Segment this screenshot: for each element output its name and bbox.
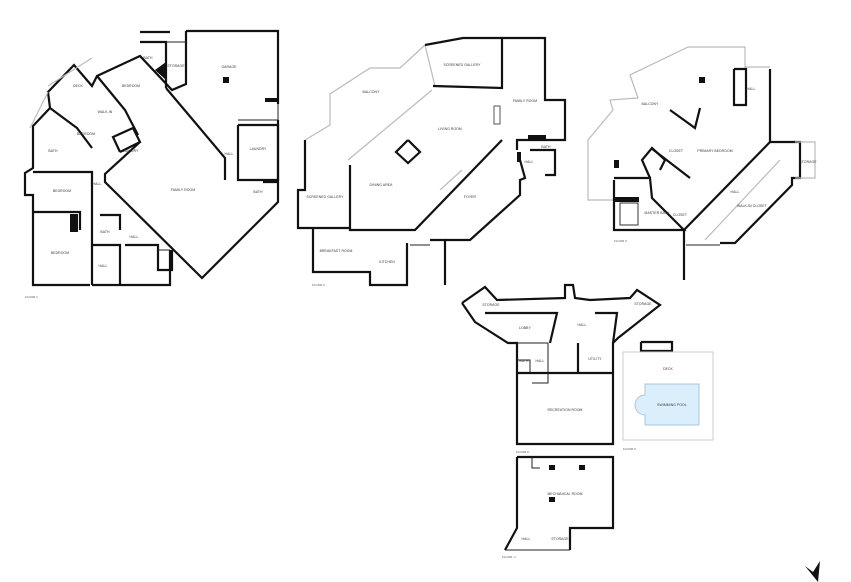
room-label: HALL <box>93 182 102 186</box>
room-label: HALL <box>130 235 139 239</box>
room-label: BEDROOM <box>51 251 69 255</box>
room-labels: SCREENED GALLERY BALCONY LIVING ROOM SCR… <box>307 63 551 264</box>
room-label: RECREATION ROOM <box>548 408 583 412</box>
room-label: WALK-IN <box>98 110 113 114</box>
floor-label: FLOOR -1 <box>502 555 516 559</box>
room-label: KITCHEN <box>379 260 395 264</box>
floor-label: FLOOR 3 <box>614 239 627 243</box>
room-label: BATH <box>143 56 153 60</box>
room-label: UTILITY <box>588 357 602 361</box>
room-label: GARAGE <box>221 65 237 69</box>
room-label: LAUNDRY <box>250 147 267 151</box>
room-label: DECK <box>663 367 673 371</box>
room-label: STORAGE <box>799 160 817 164</box>
room-label: PRIMARY BEDROOM <box>697 149 732 153</box>
room-label: BEDROOM <box>77 132 95 136</box>
floor-plan-3: BALCONY PRIMARY BEDROOM HALL CLOSET MAST… <box>587 46 818 280</box>
floor-plan-2: SCREENED GALLERY BALCONY LIVING ROOM SCR… <box>296 36 567 287</box>
room-label: WALK-IN CLOSET <box>737 204 767 208</box>
room-label: SCREENED GALLERY <box>444 63 482 67</box>
room-labels: BATH STORAGE GARAGE BEDROOM DECK WALK-IN… <box>48 56 267 268</box>
room-label: LIVING ROOM <box>438 127 462 131</box>
room-label: BATH <box>253 190 263 194</box>
room-label: BREAKFAST ROOM <box>320 249 353 253</box>
room-label: HALL <box>536 359 545 363</box>
room-label: HALL <box>578 323 587 327</box>
room-label: HALL <box>522 537 531 541</box>
room-labels: STORAGE STORAGE LOBBY HALL BATH HALL UTI… <box>482 302 652 412</box>
room-label: SCREENED GALLERY <box>307 195 345 199</box>
room-label: LOBBY <box>519 326 531 330</box>
room-label: BALCONY <box>642 102 660 106</box>
room-label: LAUNDRY <box>122 149 139 153</box>
room-label: MASTER BATH <box>645 211 670 215</box>
room-label: MECHANICAL ROOM <box>547 492 582 496</box>
floor-label: FLOOR 0 <box>516 450 529 454</box>
room-label: STORAGE <box>482 303 500 307</box>
room-label: FOYER <box>464 195 477 199</box>
room-label: HALL <box>747 87 756 91</box>
room-label: BEDROOM <box>53 189 71 193</box>
room-label: FAMILY ROOM <box>171 188 195 192</box>
room-label: HALL <box>731 190 740 194</box>
floor-plan-0: STORAGE STORAGE LOBBY HALL BATH HALL UTI… <box>461 283 674 454</box>
room-label: HALL <box>225 152 234 156</box>
room-label: BATH <box>48 149 58 153</box>
room-label: DECK <box>73 84 83 88</box>
room-label: BEDROOM <box>122 84 140 88</box>
floor-label: FLOOR 1 <box>25 295 38 299</box>
floor-label: FLOOR 2 <box>312 283 325 287</box>
room-label: CLOSET <box>669 149 683 153</box>
room-label: DINING AREA <box>370 183 394 187</box>
room-label: STORAGE <box>167 64 185 68</box>
floor-label: FLOOR 0 <box>623 447 636 451</box>
room-label: BATH <box>100 230 110 234</box>
north-arrow-icon <box>805 561 820 582</box>
floor-plan-1: BATH STORAGE GARAGE BEDROOM DECK WALK-IN… <box>23 29 280 299</box>
room-label: STORAGE <box>634 302 652 306</box>
room-label: HALL <box>99 264 108 268</box>
floor-plan-minus-1: MECHANICAL ROOM HALL STORAGE FLOOR -1 <box>502 455 615 559</box>
room-label: BALCONY <box>363 90 381 94</box>
room-label: SWIMMING POOL <box>657 403 687 407</box>
room-label: FAMILY ROOM <box>513 99 537 103</box>
pool-deck-plan: DECK SWIMMING POOL FLOOR 0 <box>622 351 714 451</box>
room-label: STORAGE <box>551 537 569 541</box>
room-labels: BALCONY PRIMARY BEDROOM HALL CLOSET MAST… <box>642 87 818 217</box>
swimming-pool <box>634 383 700 426</box>
room-label: CLOSET <box>673 213 687 217</box>
room-label: BATH <box>519 359 529 363</box>
room-label: BATH <box>541 145 551 149</box>
room-label: HALL <box>525 160 534 164</box>
